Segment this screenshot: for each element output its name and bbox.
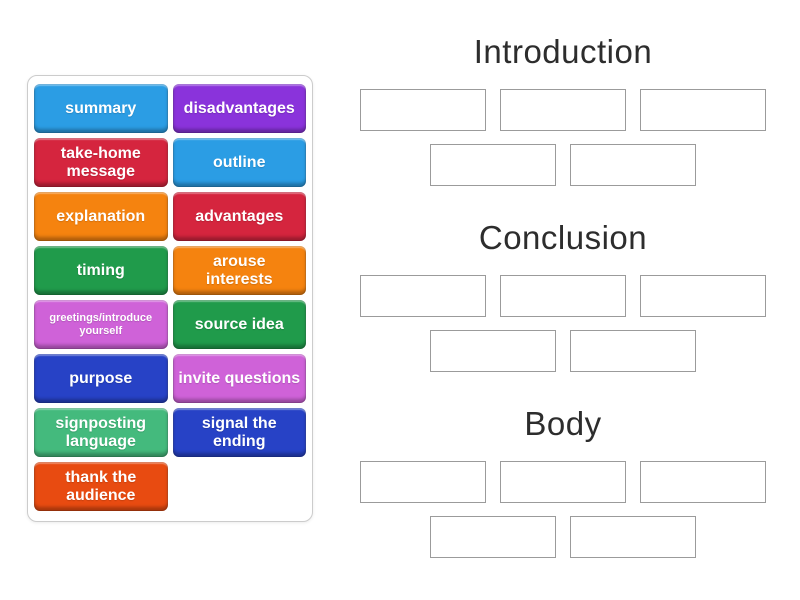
drop-slot[interactable] (430, 516, 556, 558)
drop-slot[interactable] (640, 461, 766, 503)
word-tile-label: invite questions (178, 369, 301, 387)
word-tile-arouse-interests[interactable]: arouse interests (172, 246, 306, 295)
word-tile-outline[interactable]: outline (172, 138, 306, 187)
drop-slot[interactable] (570, 330, 696, 372)
tile-grid: summary disadvantages take-home message out… (34, 84, 306, 511)
drop-slot[interactable] (360, 89, 486, 131)
word-tile-label: summary (65, 99, 137, 117)
group-introduction: Introduction (340, 30, 786, 199)
word-tile-label: disadvantages (183, 99, 295, 117)
slot-row (340, 516, 786, 558)
drop-slot[interactable] (640, 275, 766, 317)
word-tile-label: outline (213, 153, 266, 171)
word-tile-label: arouse interests (205, 252, 273, 288)
word-tile-greetings-introduce-yourself[interactable]: greetings/introduce yourself (34, 300, 168, 349)
word-tile-signal-the-ending[interactable]: signal the ending (172, 408, 306, 457)
drop-slot[interactable] (570, 516, 696, 558)
group-title: Body (524, 405, 602, 442)
group-title: Conclusion (478, 219, 648, 256)
group-body: Body (340, 402, 786, 571)
word-tile-label: purpose (69, 369, 133, 387)
drop-slot[interactable] (640, 89, 766, 131)
drop-slot[interactable] (570, 144, 696, 186)
word-tile-panel: summary disadvantages take-home message out… (27, 75, 313, 522)
word-tile-label: thank the audience (65, 468, 137, 504)
drop-slot[interactable] (500, 275, 626, 317)
slot-row (340, 89, 786, 131)
word-tile-label: greetings/introduce yourself (49, 312, 153, 337)
word-tile-label: explanation (56, 207, 146, 225)
word-tile-explanation[interactable]: explanation (34, 192, 168, 241)
word-tile-purpose[interactable]: purpose (34, 354, 168, 403)
group-title: Introduction (473, 33, 653, 70)
word-tile-label: take-home message (60, 144, 141, 180)
slot-row (340, 461, 786, 503)
drop-slot[interactable] (430, 144, 556, 186)
word-tile-invite-questions[interactable]: invite questions (172, 354, 306, 403)
slot-row (340, 144, 786, 186)
word-tile-source-idea[interactable]: source idea (172, 300, 306, 349)
drop-slot[interactable] (500, 89, 626, 131)
slot-row (340, 330, 786, 372)
drop-slot[interactable] (430, 330, 556, 372)
word-tile-disadvantages[interactable]: disadvantages (172, 84, 306, 133)
word-tile-label: advantages (195, 207, 284, 225)
word-tile-thank-the-audience[interactable]: thank the audience (34, 462, 168, 511)
word-tile-label: signposting language (55, 414, 147, 450)
group-conclusion: Conclusion (340, 216, 786, 385)
word-tile-label: signal the ending (201, 414, 277, 450)
word-tile-summary[interactable]: summary (34, 84, 168, 133)
word-tile-label: timing (76, 261, 125, 279)
word-tile-take-home-message[interactable]: take-home message (34, 138, 168, 187)
slot-row (340, 275, 786, 317)
word-tile-advantages[interactable]: advantages (172, 192, 306, 241)
drop-slot[interactable] (360, 461, 486, 503)
word-tile-signposting-language[interactable]: signposting language (34, 408, 168, 457)
drop-slot[interactable] (360, 275, 486, 317)
word-tile-timing[interactable]: timing (34, 246, 168, 295)
word-tile-label: source idea (194, 315, 284, 333)
drop-slot[interactable] (500, 461, 626, 503)
